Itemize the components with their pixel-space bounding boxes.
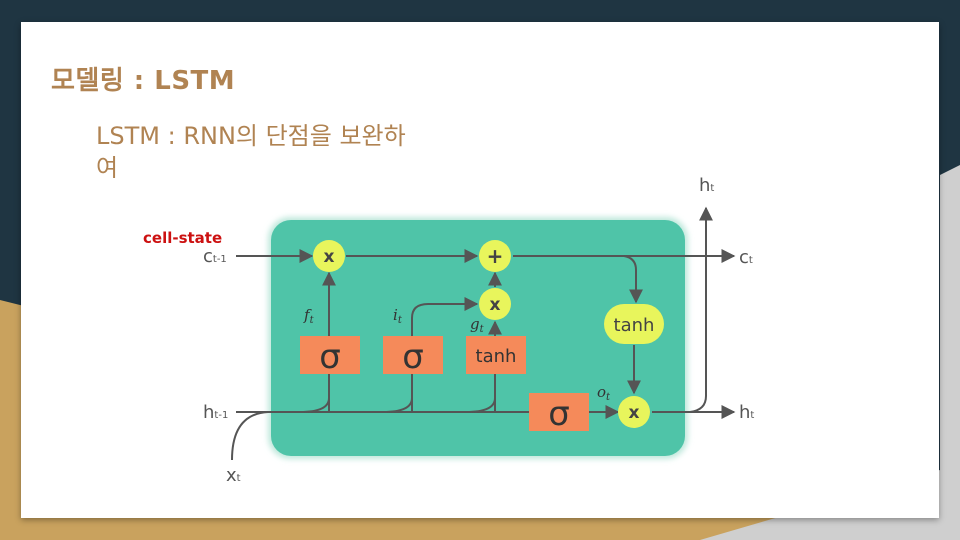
add-op: +	[479, 240, 511, 272]
ot-label: ot	[597, 383, 611, 403]
input-mult-op: x	[479, 288, 511, 320]
forget-gate: σ	[300, 336, 360, 377]
c-prev-label: ct-1	[203, 246, 227, 267]
h-out-label: ht	[739, 402, 754, 423]
slide-title: 모델링 : LSTM	[51, 66, 236, 96]
output-mult-label: x	[629, 403, 640, 423]
h-top-label: ht	[699, 175, 714, 196]
it-arrow	[411, 297, 479, 336]
cell-to-tanh-arrow	[623, 255, 643, 304]
forget-mult-op: x	[313, 240, 345, 272]
cell-state-label: cell-state	[143, 229, 222, 247]
forget-mult-label: x	[324, 247, 335, 267]
it-label: it	[393, 306, 403, 326]
input-mult-label: x	[490, 295, 501, 315]
candidate-gate: tanh	[466, 336, 526, 374]
forget-gate-label: σ	[319, 337, 341, 377]
input-gate-label: σ	[402, 337, 424, 377]
c-out-label: ct	[739, 247, 753, 268]
add-label: +	[487, 244, 504, 268]
tanh-cell-op: tanh	[604, 304, 664, 344]
gt-label: gt	[470, 315, 485, 335]
input-gate: σ	[383, 336, 443, 377]
output-gate: σ	[529, 393, 589, 434]
output-mult-op: x	[618, 396, 650, 428]
x-input-curve	[231, 411, 269, 461]
ft-label: ft	[303, 306, 315, 326]
h-top-arrow	[689, 206, 713, 413]
tanh-cell-label: tanh	[614, 315, 655, 336]
h-prev-label: ht-1	[203, 402, 228, 423]
output-gate-label: σ	[548, 394, 570, 434]
slide-subtitle: LSTM : RNN의 단점을 보완하여	[96, 122, 406, 178]
candidate-gate-label: tanh	[476, 346, 517, 367]
x-input-label: xt	[226, 465, 241, 486]
